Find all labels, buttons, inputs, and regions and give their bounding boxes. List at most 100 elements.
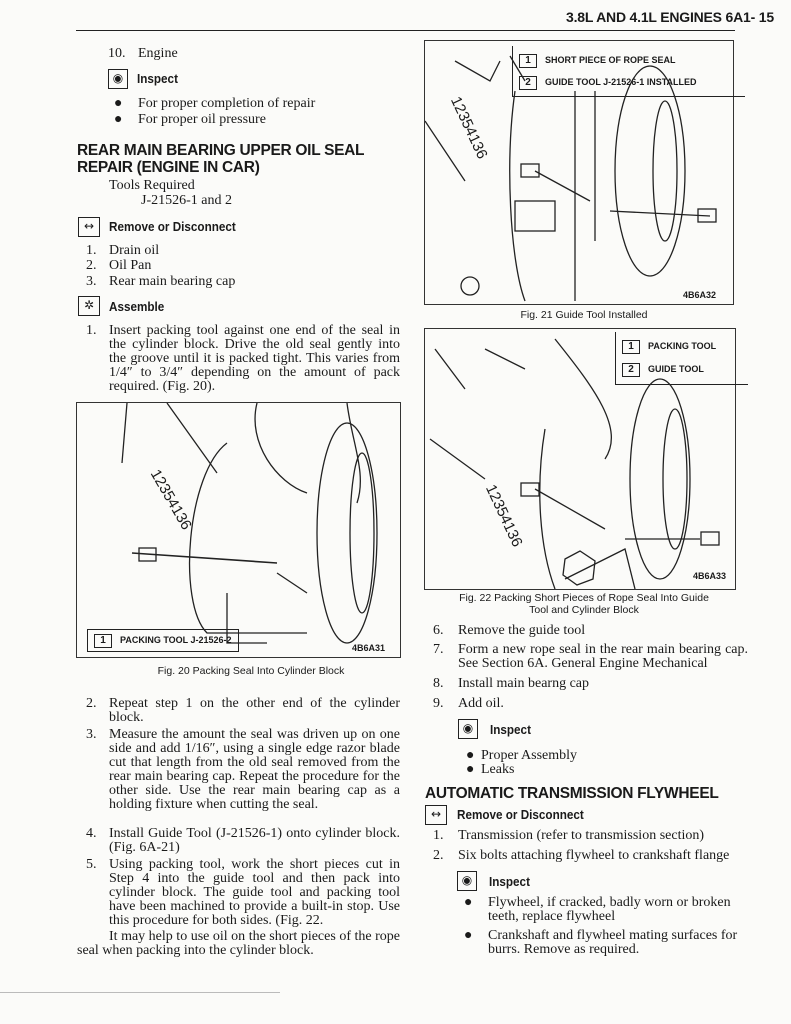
inspect-heading: Inspect	[489, 874, 530, 889]
step-number: 6.	[433, 623, 444, 638]
page-header: 3.8L AND 4.1L ENGINES 6A1- 15	[566, 9, 774, 25]
step-item: 2. Repeat step 1 on the other end of the …	[86, 697, 400, 725]
bullet-text: For proper oil pressure	[138, 112, 266, 127]
callout-legend: 1 SHORT PIECE OF ROPE SEAL 2 GUIDE TOOL J-…	[512, 46, 745, 97]
step-text: Oil Pan	[109, 258, 152, 273]
step-10: 10. Engine	[108, 47, 178, 61]
remove-item: 2. Oil Pan	[86, 259, 151, 273]
assemble-item: 1. Insert packing tool against one end of…	[86, 324, 400, 394]
step-text: Using packing tool, work the short piece…	[109, 857, 400, 928]
step-text: Six bolts attaching flywheel to cranksha…	[458, 848, 730, 863]
legend-item: 1 SHORT PIECE OF ROPE SEAL	[519, 49, 739, 71]
legend-item: 2 GUIDE TOOL J-21526-1 INSTALLED	[519, 71, 739, 93]
figure-20-illustration	[121, 402, 378, 644]
step-item: 9. Add oil.	[433, 697, 748, 711]
note-paragraph: It may help to use oil on the short piec…	[77, 929, 400, 958]
caption-line: Fig. 22 Packing Short Pieces of Rope Sea…	[459, 592, 709, 604]
step-text: Remove the guide tool	[458, 623, 586, 638]
step-number: 2.	[433, 848, 444, 863]
bullet-text: Flywheel, if cracked, badly worn or brok…	[488, 895, 731, 924]
legend-item: 1 PACKING TOOL	[622, 335, 742, 358]
step-number: 3.	[86, 274, 97, 289]
figure-22-illustration	[429, 338, 720, 590]
section-title-line: REAR MAIN BEARING UPPER OIL SEAL	[77, 142, 365, 159]
step-text: Add oil.	[458, 696, 504, 711]
header-rule	[76, 30, 735, 31]
callout-number: 1	[622, 340, 640, 354]
callout-text: GUIDE TOOL J-21526-1 INSTALLED	[545, 77, 697, 87]
section-title-line: REPAIR (ENGINE IN CAR)	[77, 159, 260, 176]
remove-item: 1. Drain oil	[86, 244, 159, 258]
remove-heading: Remove or Disconnect	[457, 807, 584, 822]
callout-text: SHORT PIECE OF ROPE SEAL	[545, 55, 676, 65]
step-text: Install Guide Tool (J-21526-1) onto cyli…	[109, 826, 400, 855]
step-number: 1.	[86, 323, 97, 338]
step-text: Engine	[138, 46, 178, 61]
inspect-icon: ◉	[458, 719, 478, 739]
figure-caption: Fig. 21 Guide Tool Installed	[520, 309, 648, 321]
step-text: Repeat step 1 on the other end of the cy…	[109, 696, 400, 725]
figure-caption: Fig. 20 Packing Seal Into Cylinder Block	[157, 665, 345, 677]
step-number: 9.	[433, 696, 444, 711]
step-text: Measure the amount the seal was driven u…	[109, 727, 400, 812]
step-number: 7.	[433, 642, 444, 657]
bullet-text: Crankshaft and flywheel mating surfaces …	[488, 928, 738, 957]
step-number: 1.	[86, 243, 97, 258]
callout-text: GUIDE TOOL	[648, 364, 704, 374]
bullet-text: Leaks	[481, 762, 515, 777]
bullet-item: ●For proper oil pressure	[114, 112, 266, 127]
step-number: 1.	[433, 828, 444, 843]
callout-number: 1	[519, 54, 537, 68]
bullet-text: For proper completion of repair	[138, 96, 316, 111]
step-item: 8. Install main bearng cap	[433, 677, 748, 691]
callout-number: 2	[519, 76, 537, 90]
bullet-text: Proper Assembly	[481, 748, 578, 763]
step-text: Install main bearng cap	[458, 676, 590, 691]
inspect-heading: Inspect	[137, 71, 178, 86]
figure-21-illustration	[424, 55, 717, 302]
step-text: Drain oil	[109, 243, 160, 258]
step-number: 8.	[433, 676, 444, 691]
tools-label: Tools Required	[109, 178, 195, 193]
section-title: AUTOMATIC TRANSMISSION FLYWHEEL	[425, 785, 719, 802]
tools-value: J-21526-1 and 2	[141, 193, 232, 208]
step-item: 5.Using packing tool, work the short pie…	[86, 858, 400, 928]
figure-caption: Fig. 22 Packing Short Pieces of Rope Sea…	[424, 592, 744, 616]
footer-rule	[0, 992, 280, 993]
step-text: Form a new rope seal in the rear main be…	[458, 642, 748, 671]
inspect-heading: Inspect	[490, 722, 531, 737]
step-number: 2.	[86, 696, 97, 711]
bullet-item: ●For proper completion of repair	[114, 96, 316, 111]
step-text: Insert packing tool against one end of t…	[109, 323, 400, 394]
remove-heading: Remove or Disconnect	[109, 219, 236, 234]
callout-text: PACKING TOOL	[648, 341, 717, 351]
callout-text: PACKING TOOL J-21526-2	[120, 635, 232, 645]
step-text: Rear main bearing cap	[109, 274, 236, 289]
step-number: 2.	[86, 258, 97, 273]
remove-item: 2. Six bolts attaching flywheel to cranks…	[433, 849, 729, 863]
step-item: 3. Measure the amount the seal was driven…	[86, 728, 400, 812]
inspect-icon: ◉	[108, 69, 128, 89]
figure-code: 4B6A33	[693, 571, 727, 581]
step-number: 10.	[108, 46, 126, 61]
inspect-icon: ◉	[457, 871, 477, 891]
callout-number: 1	[94, 634, 112, 648]
step-number: 4.	[86, 826, 97, 841]
remove-disconnect-icon: ↔	[78, 217, 100, 237]
assemble-icon: ✲	[78, 296, 100, 316]
bullet-item: ●Leaks	[466, 762, 515, 777]
callout-legend: 1 PACKING TOOL J-21526-2	[87, 629, 239, 652]
step-text: Transmission (refer to transmission sect…	[458, 828, 705, 843]
bullet-item: ●Flywheel, if cracked, badly worn or bro…	[464, 896, 748, 924]
callout-number: 2	[622, 363, 640, 377]
step-item: 4. Install Guide Tool (J-21526-1) onto cy…	[86, 827, 400, 855]
step-number: 3.	[86, 727, 97, 742]
step-item: 7. Form a new rope seal in the rear main …	[433, 643, 748, 671]
figure-code: 4B6A32	[683, 290, 717, 300]
legend-item: 2 GUIDE TOOL	[622, 358, 742, 381]
